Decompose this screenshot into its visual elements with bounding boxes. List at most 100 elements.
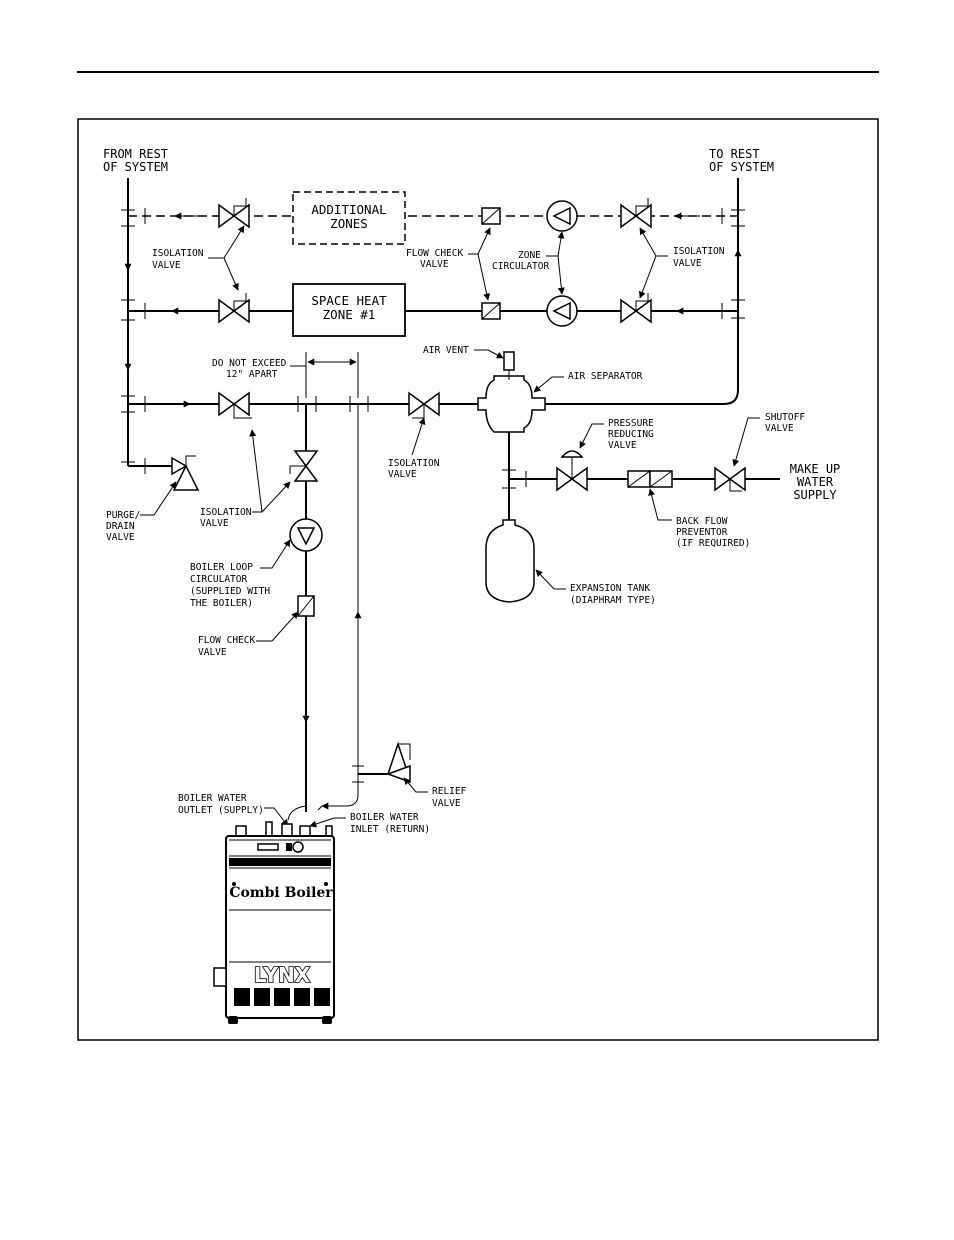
boiler-return-pipe xyxy=(317,404,359,811)
zone-circulator-label-2: CIRCULATOR xyxy=(492,261,549,272)
combi-boiler-unit xyxy=(213,821,335,1024)
make-up-label-3: SUPPLY xyxy=(793,488,837,502)
iso-loop-leader-a xyxy=(249,429,263,513)
make-up-label-2: WATER xyxy=(797,475,834,489)
isolation-valve-left-label-1: ISOLATION xyxy=(152,248,204,259)
blc-label-3: (SUPPLIED WITH xyxy=(190,586,270,597)
isolation-valve-left-label-2: VALVE xyxy=(152,260,181,271)
fcv-loop-label-1: FLOW CHECK xyxy=(198,635,255,646)
expansion-tank-label-2: (DIAPHRAM TYPE) xyxy=(570,595,656,606)
air-separator-leader xyxy=(533,376,564,393)
air-vent-leader xyxy=(474,349,504,359)
shutoff-label-1: SHUTOFF xyxy=(765,412,805,423)
flow-check-valve-zone1 xyxy=(481,302,501,320)
isolation-valve-loop xyxy=(289,450,318,482)
supply-outlet-bend xyxy=(287,805,307,821)
from-rest-label-2: OF SYSTEM xyxy=(103,160,168,174)
zone-circulator-zone1 xyxy=(546,295,578,327)
shutoff-leader xyxy=(732,417,760,467)
shutoff-label-2: VALVE xyxy=(765,423,794,434)
blc-leader xyxy=(260,539,291,569)
outlet-leader xyxy=(264,807,289,827)
zone-circulator-zones xyxy=(546,200,578,232)
space-heat-label-2: ZONE #1 xyxy=(323,307,376,322)
back-flow-label-2: PREVENTOR xyxy=(676,527,728,538)
fcv-leader-a xyxy=(468,227,491,255)
relief-valve xyxy=(352,741,411,784)
isolation-valve-zone1-left xyxy=(218,293,250,323)
flow-check-top-label-2: VALVE xyxy=(420,259,449,270)
iso-loop-leader-b xyxy=(261,481,291,513)
purge-drain-valve xyxy=(171,455,200,491)
isolation-valve-zone1-right xyxy=(620,293,652,323)
isolation-valve-right-label-1: ISOLATION xyxy=(673,246,725,257)
expansion-riser-unions xyxy=(502,469,516,489)
blc-label-1: BOILER LOOP xyxy=(190,562,253,573)
air-vent xyxy=(503,351,515,371)
figure-frame xyxy=(77,118,879,1041)
iso-right-leader-a xyxy=(639,227,668,257)
boiler-name: Combi Boiler xyxy=(229,885,333,901)
inlet-leader xyxy=(309,817,346,828)
outlet-label-2: OUTLET (SUPPLY) xyxy=(178,805,264,816)
iso-left-leader-b xyxy=(223,257,239,291)
isolation-valve-main-mid xyxy=(408,392,440,419)
prv-label-3: VALVE xyxy=(608,440,637,451)
space-heat-zone-box xyxy=(292,283,406,337)
do-not-exceed-label-2: 12" APART xyxy=(226,369,278,380)
isolation-valve-main-left xyxy=(218,392,252,419)
iso-mid-leader xyxy=(411,417,426,456)
pressure-reducing-valve xyxy=(556,450,588,491)
zone-circulator-label-1: ZONE xyxy=(518,250,541,261)
air-separator-label: AIR SEPARATOR xyxy=(568,371,643,382)
iso-left-leader-a xyxy=(208,225,245,259)
iso-right-leader-b xyxy=(638,255,657,299)
air-separator xyxy=(477,375,546,433)
make-up-label-1: MAKE UP xyxy=(790,462,841,476)
expansion-tank xyxy=(485,519,535,603)
additional-zones-label-2: ZONES xyxy=(330,216,368,231)
prv-label-2: REDUCING xyxy=(608,429,654,440)
right-riser-unions xyxy=(731,209,745,319)
prv-leader xyxy=(579,423,604,449)
to-rest-label-2: OF SYSTEM xyxy=(709,160,774,174)
isolation-valve-zones-left xyxy=(218,198,250,228)
isolation-valve-mid-label-2: VALVE xyxy=(388,469,417,480)
relief-leader xyxy=(403,777,428,793)
boiler-brand-logo: LYNX xyxy=(254,963,311,987)
primary-secondary-tees xyxy=(297,396,369,412)
expansion-tank-leader xyxy=(535,569,566,590)
fcv-loop-leader xyxy=(256,611,299,642)
purge-label-1: PURGE/ xyxy=(106,510,140,521)
iso-loop-label-2: VALVE xyxy=(200,518,229,529)
isolation-valve-right-label-2: VALVE xyxy=(673,258,702,269)
prv-label-1: PRESSURE xyxy=(608,418,654,429)
back-flow-leader xyxy=(648,488,672,521)
right-riser-pipe xyxy=(545,178,739,405)
flow-check-top-label-1: FLOW CHECK xyxy=(406,248,463,259)
blc-label-4: THE BOILER) xyxy=(190,598,253,609)
back-flow-label-3: (IF REQUIRED) xyxy=(676,538,750,549)
additional-zones-box xyxy=(292,191,406,245)
isolation-valve-mid-label-1: ISOLATION xyxy=(388,458,440,469)
flow-check-valve-loop xyxy=(297,595,315,617)
fcv-loop-label-2: VALVE xyxy=(198,647,227,658)
fcv-leader-b xyxy=(477,253,491,301)
purge-leader xyxy=(140,481,177,516)
iso-loop-label-1: ISOLATION xyxy=(200,507,252,518)
inlet-label-2: INLET (RETURN) xyxy=(350,824,430,835)
inlet-label-1: BOILER WATER xyxy=(350,812,419,823)
shutoff-valve xyxy=(714,467,746,492)
back-flow-label-1: BACK FLOW xyxy=(676,516,728,527)
purge-label-3: VALVE xyxy=(106,532,135,543)
zc-leader-b xyxy=(557,255,565,295)
outlet-label-1: BOILER WATER xyxy=(178,793,247,804)
air-vent-label: AIR VENT xyxy=(423,345,469,356)
back-flow-preventor xyxy=(627,470,673,488)
left-riser-unions xyxy=(121,209,135,463)
zc-leader-a xyxy=(546,231,565,257)
to-rest-label-1: TO REST xyxy=(709,147,760,161)
isolation-valve-zones-right xyxy=(620,198,652,228)
